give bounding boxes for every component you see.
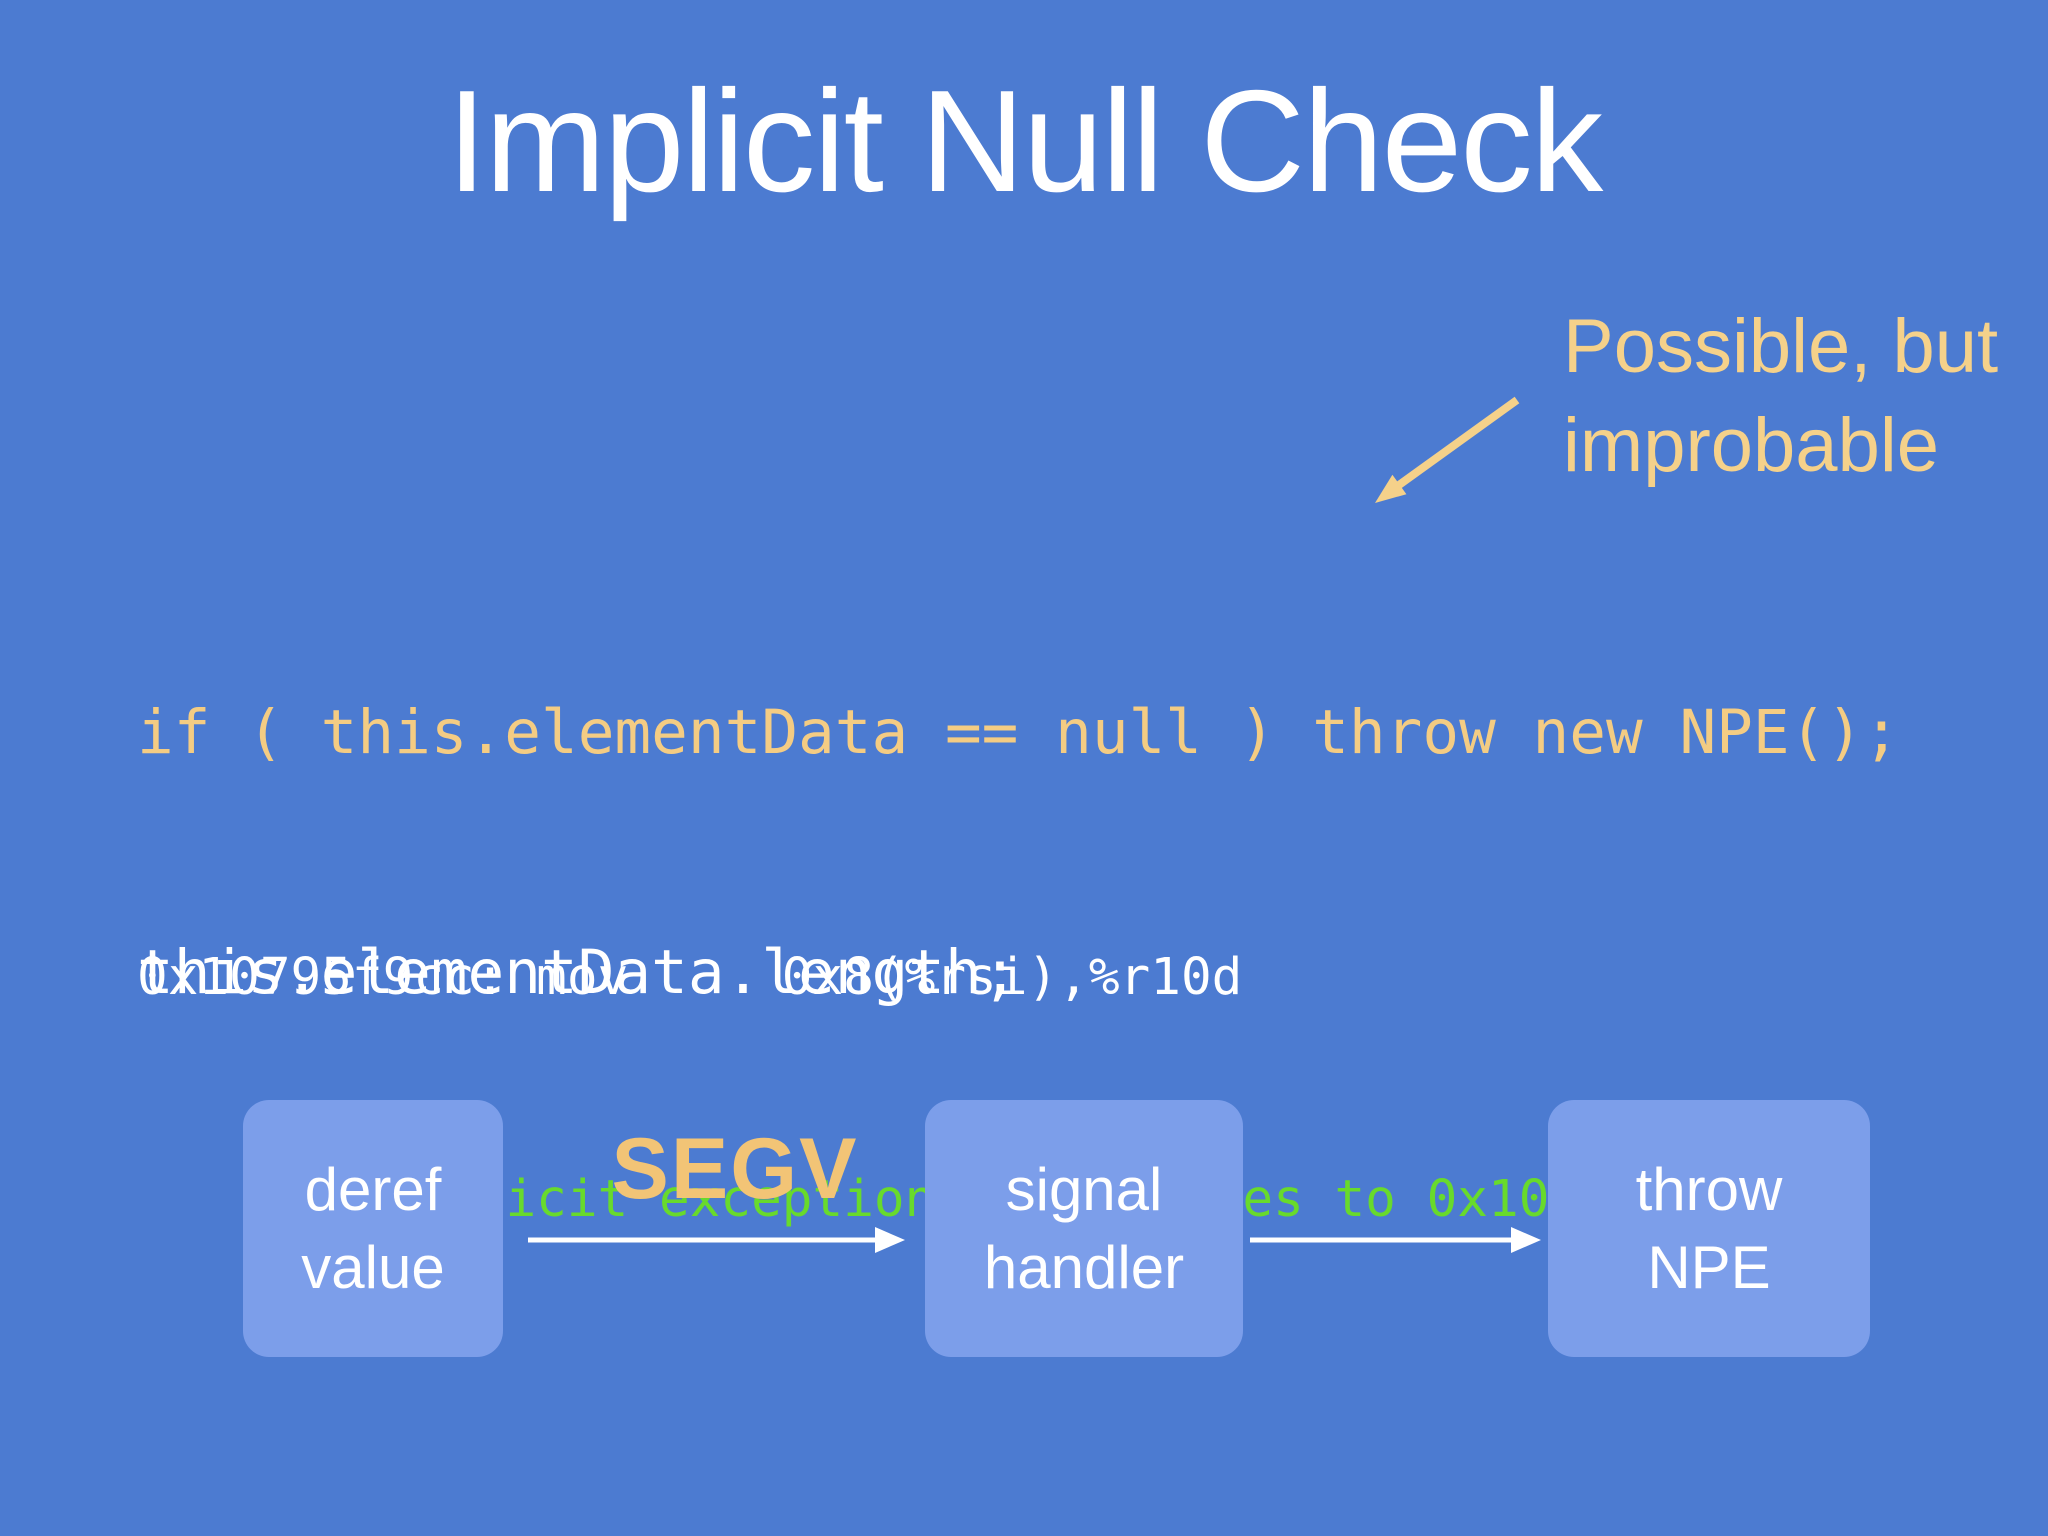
- annotation-line-1: Possible, but: [1563, 304, 1999, 389]
- flow-box-throw-npe: throw NPE: [1548, 1100, 1870, 1357]
- arrow-signal-to-throw-icon: [1250, 1227, 1541, 1253]
- deref-value-line-1: deref: [304, 1155, 442, 1223]
- deref-value-line-2: value: [301, 1233, 445, 1301]
- signal-handler-line-1: signal: [1005, 1155, 1163, 1223]
- flow-box-signal-handler: signal handler: [925, 1100, 1243, 1357]
- slide-title: Implicit Null Check: [446, 60, 1604, 222]
- annotation-arrow-icon: [1375, 396, 1520, 503]
- arrow-deref-to-signal-icon: [528, 1227, 905, 1253]
- java-code-line-length: this.elementData.length;: [137, 937, 1019, 1008]
- java-code-line-null-check: if ( this.elementData == null ) throw ne…: [137, 697, 1900, 768]
- flow-box-deref-value: deref value: [243, 1100, 503, 1357]
- throw-npe-line-1: throw: [1635, 1155, 1783, 1223]
- java-code-block: if ( this.elementData == null ) throw ne…: [137, 533, 1900, 1173]
- segv-label: SEGV: [611, 1121, 859, 1217]
- signal-handler-line-2: handler: [983, 1233, 1185, 1301]
- assembly-mov-instruction: 0x10795f9cc: mov 0x8(%rsi),%r10d: [137, 948, 1243, 1007]
- annotation-possible-but-improbable: Possible, but improbable: [1563, 298, 1998, 496]
- throw-npe-line-2: NPE: [1647, 1233, 1771, 1301]
- annotation-line-2: improbable: [1563, 402, 1939, 488]
